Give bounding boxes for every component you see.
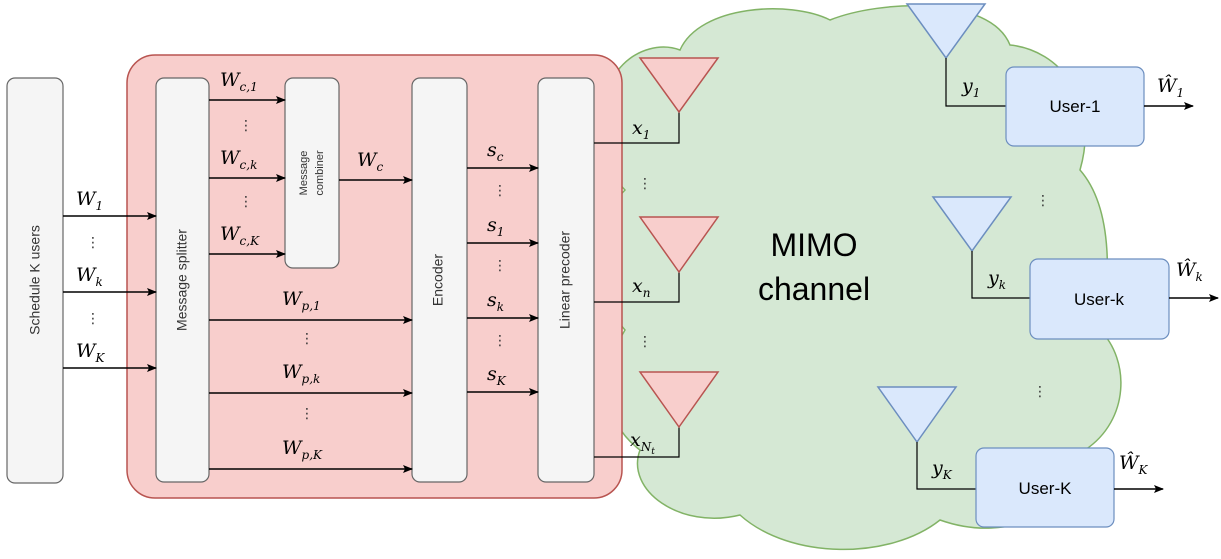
user-1-label: User-1 bbox=[1049, 97, 1100, 116]
transmitter-region bbox=[126, 54, 623, 499]
mimo-label-2: channel bbox=[758, 271, 870, 307]
label-what1: Ŵ1 bbox=[1157, 74, 1184, 100]
label-wck: Wc,k bbox=[220, 147, 257, 172]
rx-antenna-K-icon bbox=[876, 386, 958, 444]
label-wp1: Wp,1 bbox=[282, 288, 321, 313]
tx-wire-n bbox=[594, 272, 680, 303]
ellipsis-tx-1: ⋮ bbox=[638, 176, 652, 192]
label-xNt: xNt bbox=[630, 429, 655, 457]
ellipsis-streams-2: ⋮ bbox=[493, 258, 507, 274]
ellipsis-private-2: ⋮ bbox=[300, 406, 314, 422]
rx-antenna-k-icon bbox=[931, 196, 1013, 253]
mimo-label-1: MIMO bbox=[770, 227, 857, 263]
label-s1: s1 bbox=[487, 214, 504, 239]
ellipsis-common-1: ⋮ bbox=[239, 118, 253, 134]
linear-precoder-label: Linear precoder bbox=[557, 231, 573, 329]
label-wpk: Wp,k bbox=[282, 361, 320, 386]
message-combiner-label-1: Message bbox=[298, 151, 310, 196]
label-wk: Wk bbox=[76, 264, 103, 289]
label-sc: sc bbox=[487, 139, 504, 164]
tx-antenna-n-icon bbox=[638, 216, 720, 274]
label-y1: y1 bbox=[961, 75, 980, 100]
tx-wire-1 bbox=[594, 112, 680, 144]
tx-antenna-1-icon bbox=[638, 57, 720, 114]
rx-wire-k bbox=[971, 251, 1030, 299]
label-w1: W1 bbox=[76, 188, 103, 213]
linear-precoder-block bbox=[537, 77, 595, 483]
user-K-block bbox=[975, 447, 1115, 528]
schedule-block bbox=[6, 77, 64, 484]
ellipsis-tx-2: ⋮ bbox=[638, 334, 652, 350]
label-sk: sk bbox=[487, 289, 504, 314]
encoder-block bbox=[411, 77, 468, 483]
rx-wire-K bbox=[916, 442, 976, 490]
label-whatK: ŴK bbox=[1119, 451, 1149, 477]
label-wpK: Wp,K bbox=[282, 437, 323, 462]
ellipsis-rx-2: ⋮ bbox=[1033, 384, 1047, 400]
rx-wire-1 bbox=[945, 58, 1006, 107]
ellipsis-streams-3: ⋮ bbox=[493, 333, 507, 349]
ellipsis-inputs-1: ⋮ bbox=[86, 235, 100, 251]
message-combiner-label-2: combiner bbox=[314, 150, 326, 196]
ellipsis-inputs-2: ⋮ bbox=[86, 311, 100, 327]
ellipsis-streams-1: ⋮ bbox=[493, 183, 507, 199]
rx-antenna-1-icon bbox=[905, 3, 987, 60]
label-yK: yK bbox=[931, 457, 953, 482]
tx-antenna-Nt-icon bbox=[638, 371, 720, 429]
label-sK: sK bbox=[487, 363, 507, 388]
ellipsis-private-1: ⋮ bbox=[300, 331, 314, 347]
ellipsis-common-2: ⋮ bbox=[239, 194, 253, 210]
label-xn: xn bbox=[632, 275, 650, 300]
label-wK: WK bbox=[76, 340, 106, 365]
label-yk: yk bbox=[987, 267, 1006, 292]
ellipsis-rx-1: ⋮ bbox=[1036, 193, 1050, 209]
schedule-label: Schedule K users bbox=[27, 225, 43, 335]
message-splitter-block bbox=[155, 77, 210, 483]
tx-wire-Nt bbox=[594, 427, 680, 458]
message-combiner-block bbox=[284, 77, 340, 269]
user-K-label: User-K bbox=[1019, 479, 1073, 498]
label-wc: Wc bbox=[357, 149, 384, 174]
label-wcK: Wc,K bbox=[220, 223, 260, 248]
label-x1: x1 bbox=[632, 117, 650, 142]
label-whatk: Ŵk bbox=[1176, 258, 1203, 284]
label-wc1: Wc,1 bbox=[220, 69, 258, 94]
message-splitter-label: Message splitter bbox=[174, 229, 190, 331]
user-k-block bbox=[1029, 258, 1170, 340]
user-k-label: User-k bbox=[1074, 290, 1125, 309]
encoder-label: Encoder bbox=[430, 254, 446, 306]
